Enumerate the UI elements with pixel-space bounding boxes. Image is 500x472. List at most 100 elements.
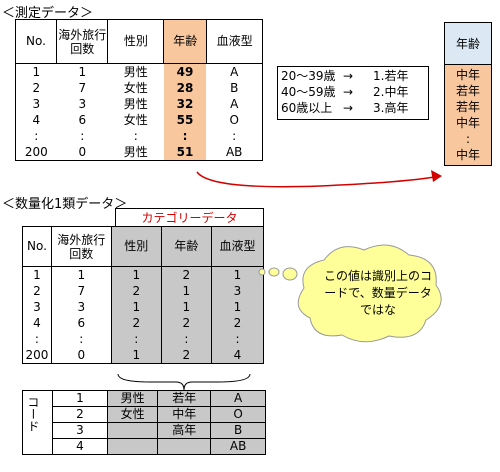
code-cell: 3 (51, 422, 108, 439)
quant-cell: 1 (110, 299, 162, 315)
age-rule-line: 20～39歳→1.若年 (281, 68, 421, 84)
quant-cell: 1 (160, 299, 212, 315)
quant-cell: 3 (22, 299, 52, 315)
quant-cell: 2 (160, 347, 212, 364)
quant-cell: 1 (50, 266, 112, 283)
measured-data-title: ＜測定データ＞ (2, 6, 94, 21)
code-cell: A (210, 390, 266, 407)
code-cell: 4 (51, 438, 108, 455)
measured-cell: : (133, 129, 138, 143)
code-cell: B (210, 422, 266, 439)
age-rule-arrow: → (343, 69, 354, 83)
code-cell (157, 438, 212, 455)
measured-cell: 55 (163, 112, 207, 128)
measured-row: ::::: (16, 128, 262, 144)
age-category-value: 中年 (455, 148, 480, 162)
quant-cell: 1 (210, 299, 265, 315)
quant-cell: 6 (50, 315, 112, 331)
measured-cell: O (229, 113, 239, 127)
code-cell: 高年 (157, 422, 212, 439)
col-no-header: No. (15, 19, 57, 64)
callout-cloud (258, 244, 442, 343)
quant-cell: : (160, 331, 212, 347)
category-data-label: カテゴリーデータ (115, 208, 264, 228)
quant-cell: 2 (110, 315, 162, 331)
q-col-blood-header: 血液型 (210, 226, 265, 267)
age-rule-arrow: → (343, 85, 354, 99)
age-rule-arrow: → (343, 101, 354, 115)
code-label-cell (22, 390, 53, 455)
age-category-value: : (465, 132, 471, 146)
quant-cell: 4 (210, 347, 265, 364)
age-category-header: 年齢 (444, 22, 492, 65)
age-rule-line: 40～59歳 → 2.中年 (281, 84, 421, 100)
quant-cell: 1 (160, 283, 212, 299)
quant-cell: : (210, 331, 265, 347)
col-trips-header: 海外旅行回数 (55, 19, 109, 64)
measured-cell: 49 (163, 64, 207, 80)
measured-cell: : (80, 129, 85, 143)
measured-cell: 0 (78, 145, 87, 159)
code-label: コード (26, 396, 40, 432)
measured-cell: 7 (78, 81, 87, 95)
measured-cell: : (34, 129, 39, 143)
quant-cell: 200 (22, 347, 52, 364)
quant-cell: 2 (160, 315, 212, 331)
quant-cell: 2 (110, 283, 162, 299)
measured-cell: 1 (78, 65, 87, 79)
measured-row: 200 0 男性 51 AB (16, 144, 262, 160)
quant-cell: 4 (22, 315, 52, 331)
quant-cell: : (50, 331, 112, 347)
age-rule-range: 40～59歳 (281, 85, 336, 99)
quant-cell: : (22, 331, 52, 347)
measured-cell: AB (225, 145, 243, 159)
measured-cell: A (230, 65, 239, 79)
measured-cell: 男性 (123, 145, 148, 159)
q-col-age-header: 年齢 (160, 226, 212, 267)
measured-row: 1 1 男性 49 A (16, 64, 262, 80)
arrowhead-icon (431, 170, 442, 182)
quant-cell: 1 (22, 266, 52, 283)
code-cell (106, 422, 159, 439)
code-row: 4 AB (23, 438, 266, 455)
measured-cell: 3 (78, 97, 87, 111)
quant-cell: 0 (50, 347, 112, 364)
quant-cell: 3 (50, 299, 112, 315)
measured-cell: : (163, 128, 207, 144)
measured-cell: 2 (32, 81, 41, 95)
measured-cell: 200 (24, 145, 48, 159)
code-cell (106, 438, 159, 455)
age-rule-range: 60歳以上 (281, 101, 333, 115)
measured-cell: 28 (163, 80, 207, 96)
age-category-value: 若年 (455, 100, 480, 114)
measured-cell: 1 (32, 65, 41, 79)
measured-cell: 男性 (123, 97, 148, 111)
measured-cell: : (232, 129, 237, 143)
measured-cell: 男性 (123, 65, 148, 79)
code-cell: 女性 (106, 406, 159, 423)
col-blood-header: 血液型 (206, 19, 263, 64)
code-cell: 2 (51, 406, 108, 423)
age-rule-code: 2.中年 (373, 85, 409, 99)
measured-cell: 51 (163, 144, 207, 160)
quant-cell: 1 (110, 266, 162, 283)
quant-cell: 2 (22, 283, 52, 299)
code-cell: AB (210, 438, 266, 455)
quant-cell: 2 (160, 266, 212, 283)
callout-text: この値は識別上のコードで、数量データではな (323, 269, 432, 317)
age-rule-range: 20～39歳 (281, 69, 336, 83)
code-cell: 男性 (106, 390, 159, 407)
measured-cell: 6 (78, 113, 87, 127)
